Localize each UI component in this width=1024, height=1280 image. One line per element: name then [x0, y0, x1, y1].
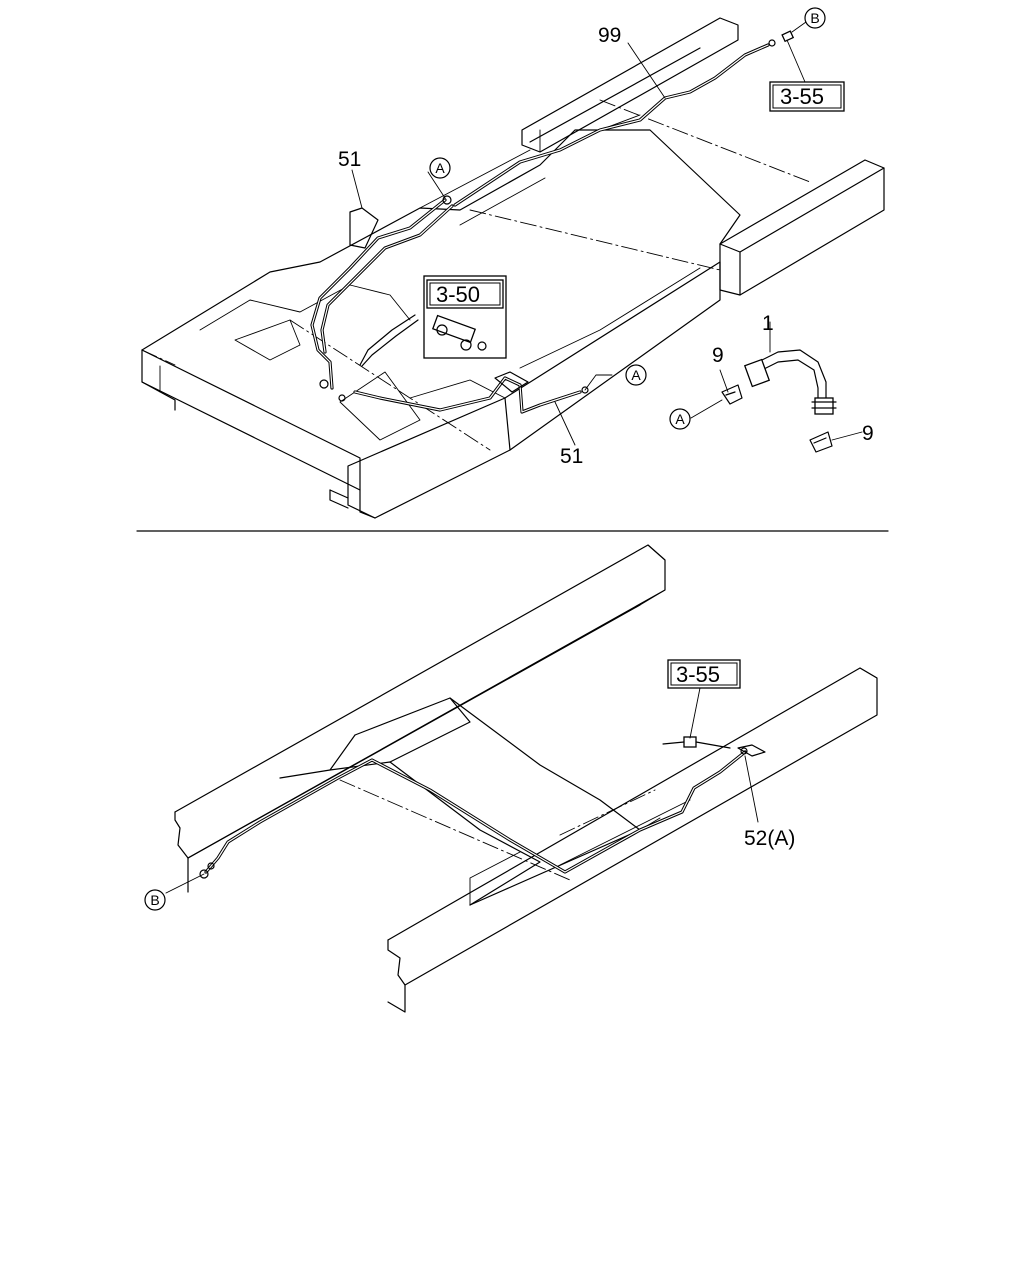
- lower-frame-assembly: [174, 544, 878, 1013]
- svg-text:A: A: [631, 367, 641, 383]
- circle-marker-a-1: A: [429, 157, 451, 179]
- connector-bolt: [662, 736, 731, 749]
- ref-box-3-55-bottom: 3-55: [667, 659, 741, 689]
- clip-lower: [809, 431, 833, 453]
- svg-text:3-55: 3-55: [676, 662, 720, 687]
- part-number-9-lower: 9: [862, 422, 874, 445]
- leader-lines-bottom: [165, 687, 759, 894]
- flexible-hose: [743, 349, 837, 415]
- svg-text:B: B: [810, 10, 819, 26]
- circle-marker-b-1: B: [804, 7, 826, 29]
- part-number-51-upper: 51: [338, 148, 361, 171]
- leader-lines-top: [351, 21, 863, 446]
- svg-text:3-50: 3-50: [436, 282, 480, 307]
- brake-pipe-51-lower: [353, 371, 589, 414]
- svg-text:3-55: 3-55: [780, 84, 824, 109]
- svg-text:A: A: [435, 160, 445, 176]
- clip-upper: [721, 384, 743, 405]
- circle-marker-a-3: A: [669, 408, 691, 430]
- upper-frame-assembly: [141, 17, 885, 519]
- part-number-52: 52(A): [744, 827, 795, 850]
- brake-pipe-99: [453, 30, 795, 207]
- ref-box-3-55-top: 3-55: [769, 81, 845, 112]
- brake-pipe-52: [199, 744, 766, 879]
- svg-text:A: A: [675, 411, 685, 427]
- part-number-51-lower: 51: [560, 445, 583, 468]
- circle-marker-b-2: B: [144, 889, 166, 911]
- part-number-9-upper: 9: [712, 344, 724, 367]
- svg-text:B: B: [150, 892, 159, 908]
- ref-box-3-50: 3-50: [426, 279, 504, 309]
- brake-pipe-51-upper: [310, 195, 454, 402]
- part-number-1: 1: [762, 312, 774, 335]
- circle-marker-a-2: A: [625, 364, 647, 386]
- part-number-99: 99: [598, 24, 621, 47]
